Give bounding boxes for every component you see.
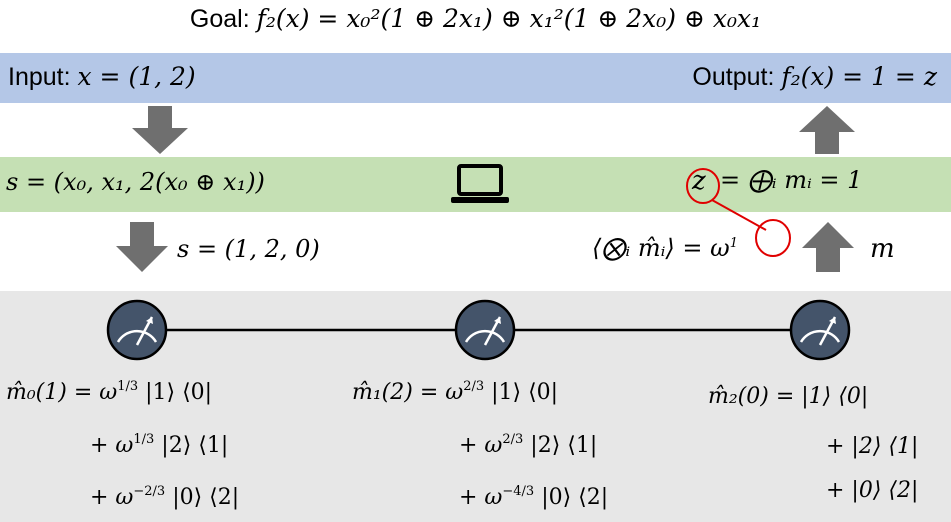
goal-line: Goal: f₂(x) = x₀²(1 ⊕ 2x₁) ⊕ x₁²(1 ⊕ 2x₀… — [0, 4, 951, 34]
s-value: s = (1, 2, 0) — [177, 235, 320, 263]
laptop-icon — [451, 164, 509, 203]
m2-line-2: + |0⟩ ⟨2| — [826, 478, 919, 503]
output-formula: f₂(x) = 1 = z — [781, 62, 937, 91]
s-down-arrow — [116, 222, 168, 272]
m1-line-0: m̂₁(2) = ω2/3 |1⟩ ⟨0| — [352, 379, 559, 405]
expectation-label: ⟨⨂ᵢ m̂ᵢ⟩ = ω1 — [592, 234, 738, 262]
meter-icon-0 — [106, 299, 168, 361]
meter-icon-2 — [789, 299, 851, 361]
expectation-exponent: 1 — [729, 236, 738, 251]
m0-line-1: + ω1/3 |2⟩ ⟨1| — [90, 432, 229, 458]
measurement-chain — [106, 299, 851, 361]
exponent-highlight-circle — [755, 219, 791, 257]
goal-formula: f₂(x) = x₀²(1 ⊕ 2x₁) ⊕ x₁²(1 ⊕ 2x₀) ⊕ x₀… — [256, 4, 762, 33]
m1-line-1: + ω2/3 |2⟩ ⟨1| — [459, 432, 598, 458]
highlight-connector — [711, 199, 767, 231]
input-prefix: Input: — [8, 63, 71, 91]
output-prefix: Output: — [692, 63, 775, 91]
goal-prefix: Goal: — [189, 5, 250, 33]
input-formula: x = (1, 2) — [77, 62, 196, 91]
input-down-arrow — [132, 106, 188, 154]
z-highlight-circle — [686, 168, 720, 204]
m0-line-2: + ω−2/3 |0⟩ ⟨2| — [90, 484, 240, 510]
s-definition: s = (x₀, x₁, 2(x₀ ⊕ x₁)) — [6, 168, 265, 196]
m0-line-0: m̂₀(1) = ω1/3 |1⟩ ⟨0| — [6, 379, 213, 405]
expectation-formula: ⟨⨂ᵢ m̂ᵢ⟩ = ω — [592, 234, 730, 262]
m1-line-2: + ω−4/3 |0⟩ ⟨2| — [459, 484, 609, 510]
z-symbol: z — [692, 166, 706, 196]
m-label: m — [870, 234, 895, 264]
m2-line-1: + |2⟩ ⟨1| — [826, 434, 919, 459]
meter-icon-1 — [454, 299, 516, 361]
input-label: Input: x = (1, 2) — [8, 62, 196, 92]
output-up-arrow — [799, 106, 855, 154]
output-label: Output: f₂(x) = 1 = z — [692, 62, 937, 92]
m-up-arrow — [802, 222, 854, 272]
m2-line-0: m̂₂(0) = |1⟩ ⟨0| — [708, 384, 869, 409]
z-definition: = ⨁ᵢ mᵢ = 1 — [720, 166, 863, 194]
input-output-band — [0, 53, 951, 103]
